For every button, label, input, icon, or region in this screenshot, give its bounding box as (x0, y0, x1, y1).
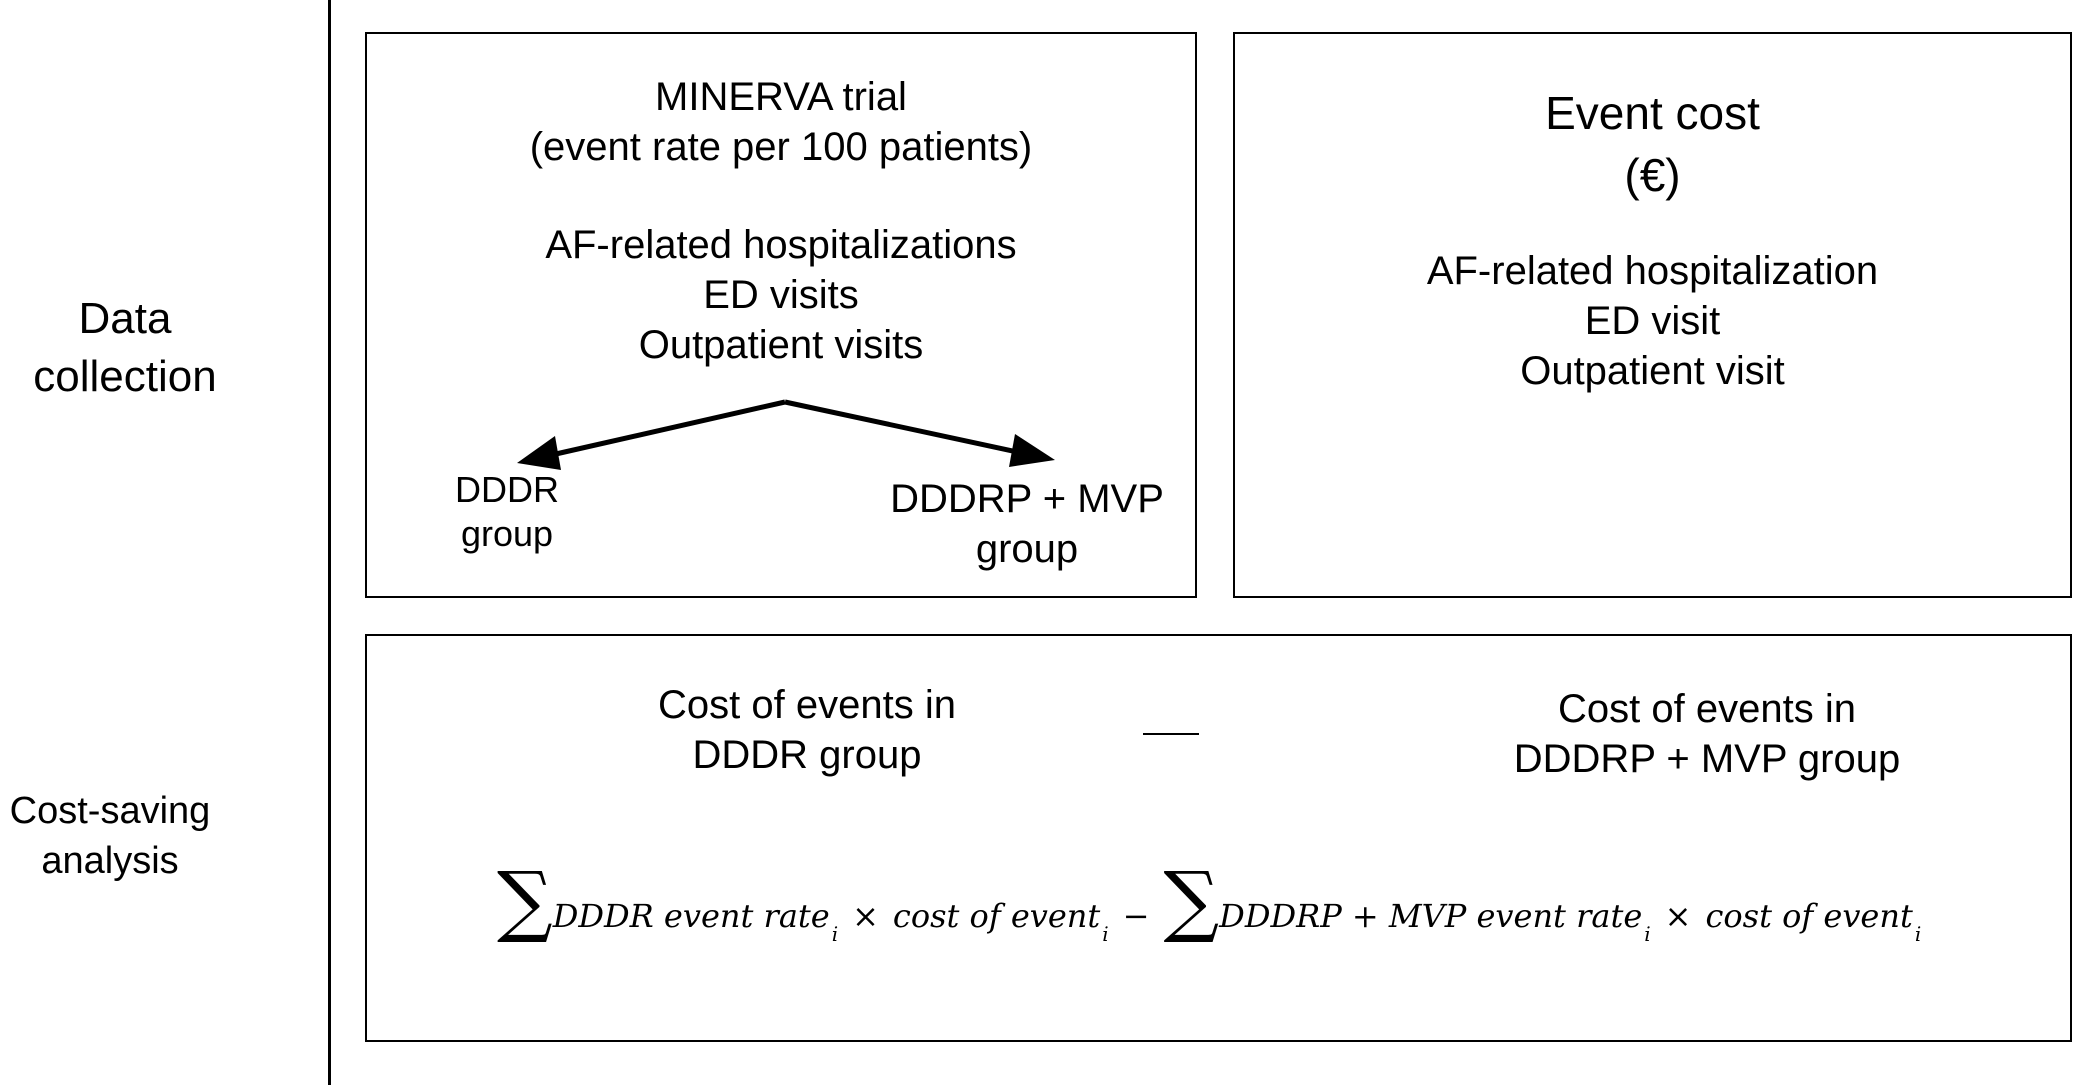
dddr-group-label: DDDR group (407, 468, 607, 556)
minus-sign (1143, 733, 1199, 735)
minerva-subtitle-line: (event rate per 100 patients) (529, 125, 1033, 169)
row-label-line: Cost-saving (9, 790, 211, 832)
group-label-line: DDDR (455, 469, 559, 510)
cost-label-line: DDDR group (692, 733, 922, 777)
event-item: AF-related hospitalizations (545, 223, 1017, 267)
formula-times: × (1664, 897, 1692, 935)
minerva-trial-box: MINERVA trial (event rate per 100 patien… (365, 32, 1197, 598)
formula-cost-term: cost of event (1705, 897, 1913, 935)
cost-label-line: Cost of events in (658, 683, 956, 727)
arrow-right-line (784, 399, 1023, 456)
minerva-title: MINERVA trial (event rate per 100 patien… (367, 72, 1195, 172)
dddr-cost-label: Cost of events in DDDR group (547, 680, 1067, 780)
formula-subscript: i (1102, 922, 1109, 946)
formula-dddrp-term: DDDRP + MVP event rate (1219, 897, 1643, 935)
group-label-line: group (460, 513, 554, 554)
cost-label-line: Cost of events in (1558, 687, 1856, 731)
dddrp-mvp-cost-label: Cost of events in DDDRP + MVP group (1407, 684, 2007, 784)
formula-dddr-term: DDDR event rate (552, 897, 830, 935)
event-cost-unit: (€) (1624, 149, 1681, 201)
group-label-line: DDDRP + MVP (890, 477, 1164, 521)
event-cost-list: AF-related hospitalization ED visit Outp… (1235, 246, 2070, 396)
vertical-divider (328, 0, 331, 1085)
event-item: ED visits (703, 273, 859, 317)
event-cost-title: Event cost (€) (1235, 82, 2070, 206)
row-label-data-collection: Data collection (0, 290, 250, 406)
formula-minus: − (1122, 897, 1150, 935)
event-cost-box: Event cost (€) AF-related hospitalizatio… (1233, 32, 2072, 598)
event-item: Outpatient visits (638, 323, 924, 367)
sigma-symbol: ∑ (1163, 856, 1220, 946)
event-item: AF-related hospitalization (1426, 249, 1879, 293)
event-item: Outpatient visit (1520, 349, 1785, 393)
formula-subscript: i (1914, 922, 1922, 946)
formula-subscript: i (1644, 922, 1651, 946)
minerva-title-line: MINERVA trial (655, 75, 907, 119)
formula-times: × (852, 897, 879, 935)
arrow-left-line (546, 399, 786, 459)
cost-saving-analysis-box: Cost of events in DDDR group Cost of eve… (365, 634, 2072, 1042)
row-label-cost-saving: Cost-saving analysis (0, 786, 220, 886)
cost-label-line: DDDRP + MVP group (1513, 737, 1901, 781)
arrow-left-head (517, 436, 561, 470)
row-label-line: Data (78, 294, 172, 343)
minerva-event-list: AF-related hospitalizations ED visits Ou… (367, 220, 1195, 370)
split-arrows (517, 399, 1055, 470)
dddrp-mvp-group-label: DDDRP + MVP group (867, 474, 1187, 574)
arrow-right-head (1009, 434, 1055, 467)
formula-subscript: i (831, 922, 839, 946)
event-cost-title-line: Event cost (1545, 87, 1760, 139)
formula-cost-term: cost of event (892, 897, 1101, 935)
group-label-line: group (975, 527, 1079, 571)
event-item: ED visit (1584, 299, 1721, 343)
row-label-line: collection (33, 352, 217, 401)
row-label-line: analysis (41, 840, 179, 882)
sigma-symbol: ∑ (497, 856, 553, 946)
